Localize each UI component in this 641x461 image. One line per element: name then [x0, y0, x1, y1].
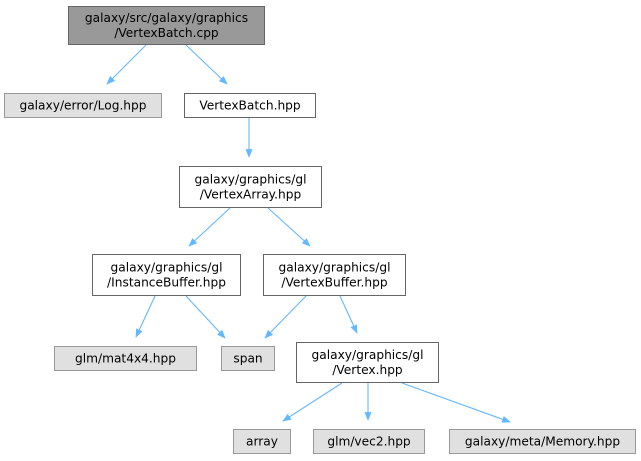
node-box [221, 346, 275, 371]
node-label-line: galaxy/graphics/gl [195, 173, 307, 187]
node-box [179, 166, 322, 208]
node-label-line: galaxy/graphics/gl [312, 348, 424, 362]
node-vertexarray_hpp[interactable]: galaxy/graphics/gl/VertexArray.hpp [179, 166, 322, 208]
node-span: span [221, 346, 275, 371]
node-vertexbatch_hpp[interactable]: VertexBatch.hpp [184, 93, 316, 118]
node-vertex_hpp[interactable]: galaxy/graphics/gl/Vertex.hpp [296, 342, 439, 383]
edge-vertexarray_hpp-to-instancebuffer_hpp [188, 207, 231, 247]
edge-vertexbuffer_hpp-to-vertex_hpp [339, 295, 358, 334]
node-label-line: /VertexBatch.cpp [114, 26, 219, 40]
node-label-line: galaxy/graphics/gl [111, 261, 223, 275]
node-box [4, 93, 162, 118]
node-label-line: array [246, 435, 278, 449]
node-box [184, 93, 316, 118]
node-label-line: galaxy/error/Log.hpp [19, 99, 146, 113]
node-box [92, 254, 241, 296]
node-label-line: galaxy/graphics/gl [279, 261, 391, 275]
edges-layer [106, 44, 511, 423]
node-label-line: /Vertex.hpp [332, 363, 403, 377]
node-box [54, 346, 197, 371]
node-box [296, 342, 439, 383]
edge-vertexbuffer_hpp-to-span [264, 295, 307, 339]
node-label-line: span [233, 352, 262, 366]
node-vertexbatch_cpp[interactable]: galaxy/src/galaxy/graphics/VertexBatch.c… [68, 6, 265, 45]
node-label-line: /InstanceBuffer.hpp [107, 276, 226, 290]
node-box [68, 6, 265, 45]
node-array: array [233, 429, 291, 454]
edge-vertex_hpp-to-memory_hpp [401, 382, 511, 423]
node-label-line: VertexBatch.hpp [199, 99, 301, 113]
edge-instancebuffer_hpp-to-mat4x4_hpp [135, 295, 156, 338]
edge-vertexbatch_cpp-to-log_hpp [106, 44, 147, 85]
node-label-line: /VertexArray.hpp [200, 188, 302, 202]
edge-vertexarray_hpp-to-vertexbuffer_hpp [267, 207, 311, 247]
node-label-line: galaxy/src/galaxy/graphics [85, 11, 248, 25]
node-vec2_hpp: glm/vec2.hpp [313, 429, 425, 454]
node-mat4x4_hpp: glm/mat4x4.hpp [54, 346, 197, 371]
edge-instancebuffer_hpp-to-span [185, 295, 226, 339]
edge-vertex_hpp-to-array [282, 382, 343, 422]
node-box [449, 429, 636, 454]
nodes-layer: galaxy/src/galaxy/graphics/VertexBatch.c… [4, 6, 636, 454]
node-memory_hpp: galaxy/meta/Memory.hpp [449, 429, 636, 454]
node-box [233, 429, 291, 454]
node-label-line: glm/mat4x4.hpp [75, 352, 176, 366]
node-label-line: galaxy/meta/Memory.hpp [465, 435, 620, 449]
node-log_hpp: galaxy/error/Log.hpp [4, 93, 162, 118]
node-box [313, 429, 425, 454]
edge-vertexbatch_cpp-to-vertexbatch_hpp [185, 44, 228, 85]
node-instancebuffer_hpp[interactable]: galaxy/graphics/gl/InstanceBuffer.hpp [92, 254, 241, 296]
node-box [263, 254, 406, 296]
node-label-line: glm/vec2.hpp [327, 435, 411, 449]
node-vertexbuffer_hpp[interactable]: galaxy/graphics/gl/VertexBuffer.hpp [263, 254, 406, 296]
node-label-line: /VertexBuffer.hpp [281, 276, 387, 290]
